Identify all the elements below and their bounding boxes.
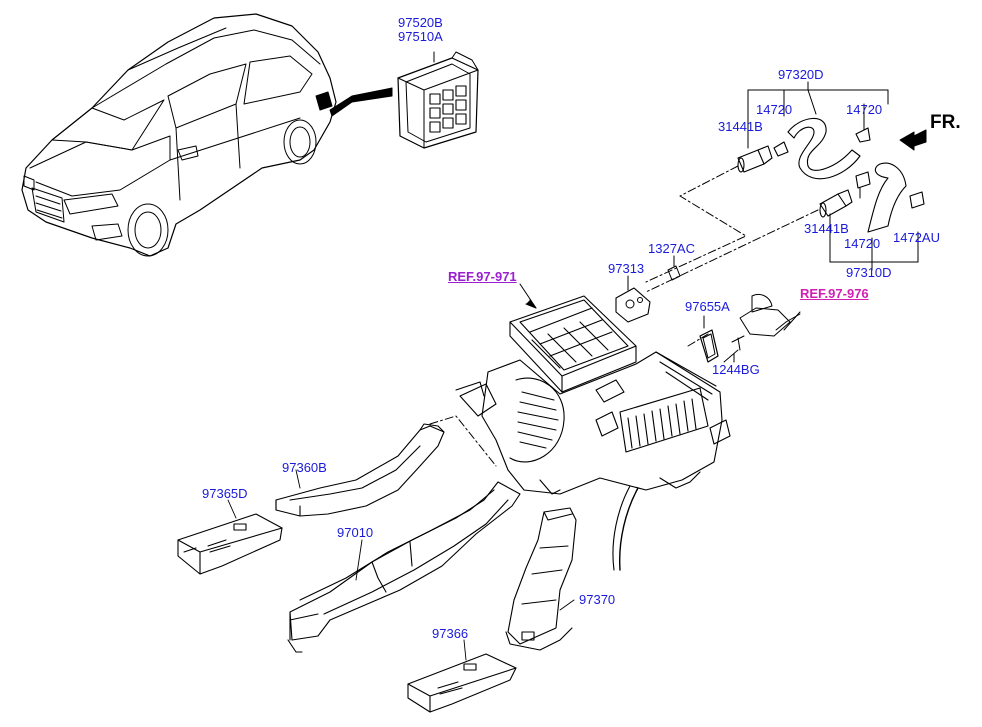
part-label-97370[interactable]: 97370: [579, 592, 616, 607]
part-label-97655a[interactable]: 97655A: [685, 299, 730, 314]
front-direction-label: FR.: [930, 112, 961, 133]
part-label-97520b[interactable]: 97520B: [398, 15, 443, 30]
ref-right-leader: [783, 311, 801, 331]
cabin-filter-icon: [397, 51, 479, 149]
air-duct-icon-97370: [505, 507, 577, 651]
part-label-97010[interactable]: 97010: [337, 525, 374, 540]
part-label-1244bg[interactable]: 1244BG: [712, 362, 760, 377]
part-label-97365d[interactable]: 97365D: [202, 486, 248, 501]
part-label-31441b-bottom[interactable]: 31441B: [804, 221, 849, 236]
ref-link-97-976[interactable]: REF.97-976: [800, 286, 869, 301]
bracket-lines-97320d: [747, 81, 889, 149]
part-label-97313[interactable]: 97313: [608, 261, 645, 276]
part-label-14720-a[interactable]: 14720: [756, 102, 793, 117]
air-duct-icon-97010: [287, 481, 521, 653]
air-duct-icon-97366: [407, 653, 517, 713]
heater-hose-icon: [737, 117, 925, 233]
part-label-14720-b[interactable]: 14720: [846, 102, 883, 117]
part-label-14720-c[interactable]: 14720: [844, 236, 881, 251]
part-label-97310d[interactable]: 97310D: [846, 265, 892, 280]
filter-pointer-icon: [329, 87, 393, 117]
leader-lines: [227, 349, 739, 661]
ref-link-97-971[interactable]: REF.97-971: [448, 269, 517, 284]
car-icon: [21, 13, 337, 257]
air-duct-icon-97365d: [177, 513, 283, 575]
part-label-97360b[interactable]: 97360B: [282, 460, 327, 475]
part-label-1472au[interactable]: 1472AU: [893, 230, 940, 245]
gasket-icon: [615, 255, 681, 323]
part-label-31441b-top[interactable]: 31441B: [718, 119, 763, 134]
hvac-unit-icon: [455, 295, 731, 571]
bracket-lines-97310d: [829, 187, 919, 271]
air-duct-icon-97360b: [275, 423, 445, 517]
centerline: [429, 165, 819, 467]
part-label-97366[interactable]: 97366: [432, 626, 469, 641]
part-label-1327ac[interactable]: 1327AC: [648, 241, 695, 256]
part-label-97320d[interactable]: 97320D: [778, 67, 824, 82]
direction-arrow-icon: [899, 129, 927, 151]
seal-icon: [699, 293, 801, 363]
part-label-97510a[interactable]: 97510A: [398, 29, 443, 44]
